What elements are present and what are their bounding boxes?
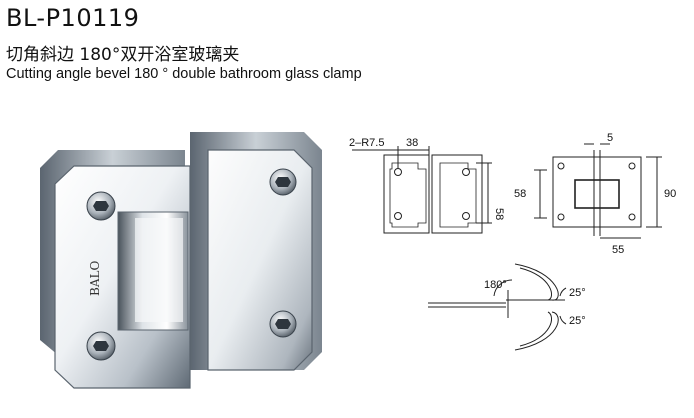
front-width-label: 38 — [406, 137, 418, 149]
side-view-drawing — [534, 143, 662, 239]
product-title-english: Cutting angle bevel 180 ° double bathroo… — [6, 66, 362, 82]
front-view-drawing — [352, 146, 492, 234]
upper-angle-label: 25° — [569, 287, 586, 299]
depth-dimension-label: 55 — [612, 244, 624, 256]
rotation-drawing — [428, 263, 567, 351]
glass-clamp-photo: BALO — [40, 132, 322, 389]
screw-icon — [269, 310, 297, 338]
screw-icon — [86, 191, 116, 221]
lower-angle-label: 25° — [569, 315, 586, 327]
rotation-angle-label: 180° — [484, 279, 507, 291]
product-title-chinese: 切角斜边 180°双开浴室玻璃夹 — [6, 45, 240, 65]
gap-dimension-label: 5 — [607, 132, 613, 144]
outer-height-label: 90 — [664, 188, 676, 200]
screw-icon — [269, 168, 297, 196]
inner-height-label: 58 — [514, 188, 526, 200]
brand-engraving: BALO — [88, 261, 102, 296]
front-height-label: 58 — [493, 208, 505, 220]
screw-icon — [86, 331, 116, 361]
corner-radius-label: 2–R7.5 — [349, 137, 384, 149]
product-model-number: BL-P10119 — [6, 4, 140, 32]
